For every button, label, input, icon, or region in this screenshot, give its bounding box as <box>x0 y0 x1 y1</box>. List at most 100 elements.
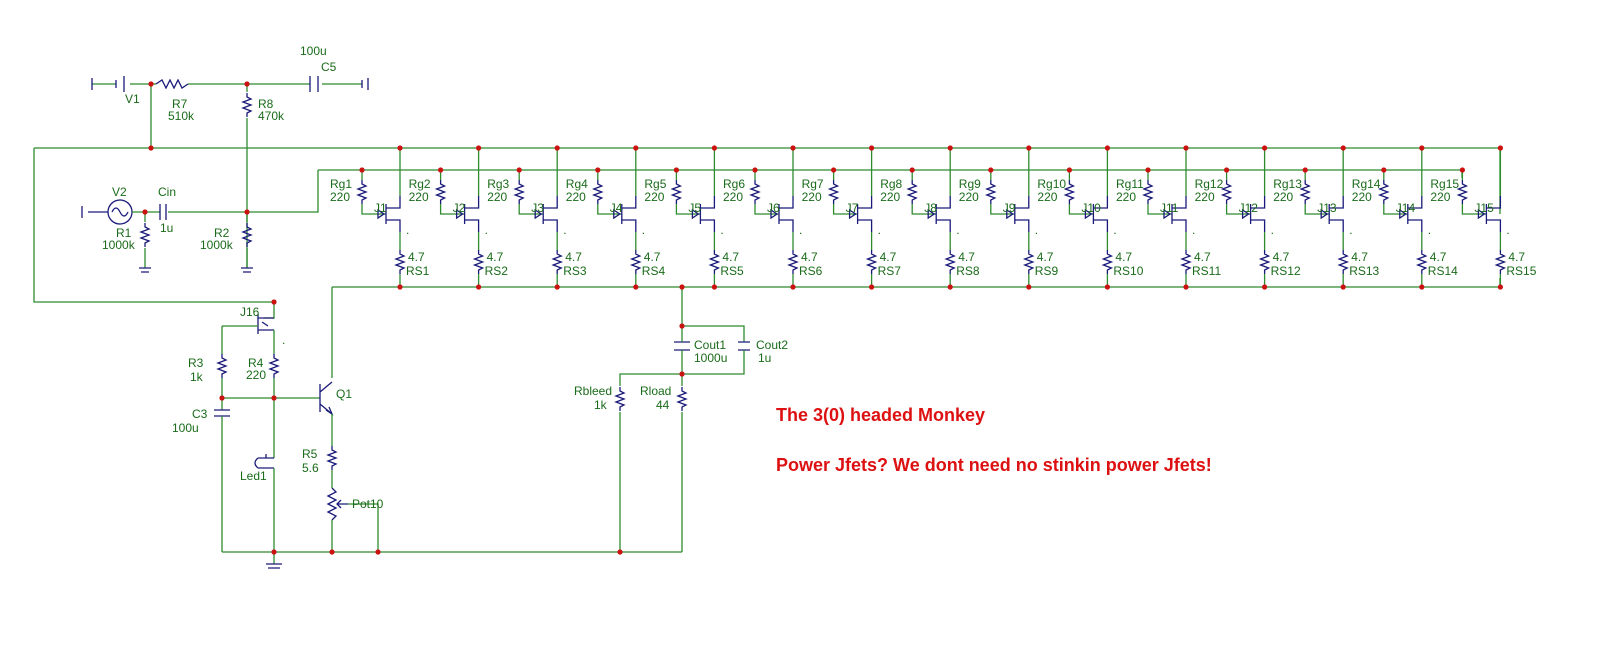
jfet-dot: . <box>1192 223 1195 237</box>
gate-resistor <box>1221 179 1232 205</box>
rs-label: RS7 <box>878 264 902 278</box>
gate-resistor <box>986 179 996 205</box>
rg-value-label: 220 <box>1195 190 1215 204</box>
r2-value-label: 1000k <box>200 238 234 252</box>
cin-value-label: 1u <box>160 221 173 235</box>
source-resistor <box>1181 249 1191 275</box>
v2-label: V2 <box>112 185 127 199</box>
c3-label: C3 <box>192 407 208 421</box>
junction-dot <box>1497 284 1503 290</box>
r1-label: R1 <box>116 226 132 240</box>
junction-dot <box>869 145 875 151</box>
junction-dot <box>516 167 522 173</box>
gate-resistor <box>435 179 446 205</box>
rbleed-label: Rbleed <box>574 384 612 398</box>
cout2-value-label: 1u <box>758 351 771 365</box>
rg-value-label: 220 <box>723 190 743 204</box>
junction-dots <box>142 81 685 555</box>
rg-value-label: 220 <box>409 190 429 204</box>
junction-dot <box>554 145 560 151</box>
junction-dot <box>947 284 953 290</box>
rbleed-resistor <box>615 386 625 412</box>
r8-label: R8 <box>258 97 274 111</box>
pot10-label: Pot10 <box>352 497 384 511</box>
rs-label: RS8 <box>956 264 980 278</box>
r5-value-label: 5.6 <box>302 461 319 475</box>
jfet-stage-labels: Rg1220J1.4.7RS1Rg2220J2.4.7RS2Rg3220J3.4… <box>330 177 1537 278</box>
junction-dot <box>947 145 953 151</box>
jfet-label: J13 <box>1317 201 1337 215</box>
junction-dot <box>476 145 482 151</box>
jfet-label: J3 <box>531 201 544 215</box>
junction-dot <box>752 167 758 173</box>
junction-dot <box>1104 284 1110 290</box>
rs-label: RS2 <box>485 264 509 278</box>
junction-dot <box>271 299 277 305</box>
source-resistor <box>395 249 405 275</box>
jfet-stage <box>1221 145 1270 290</box>
rg-value-label: 220 <box>1037 190 1057 204</box>
junction-dot <box>1145 167 1151 173</box>
r4-label: R4 <box>248 356 264 370</box>
rs-value-label: 4.7 <box>1194 250 1211 264</box>
source-resistor <box>788 249 798 275</box>
gate-arrow-icon <box>770 208 779 220</box>
subtitle-note: Power Jfets? We dont need no stinkin pow… <box>776 455 1212 475</box>
v1-label: V1 <box>125 92 140 106</box>
r1-value-label: 1000k <box>102 238 136 252</box>
gate-arrow-icon <box>1084 208 1093 220</box>
rg-value-label: 220 <box>566 190 586 204</box>
jfet-label: J1 <box>374 201 387 215</box>
jfet-label: J9 <box>1003 201 1016 215</box>
jfet-dot: . <box>1113 223 1116 237</box>
gate-resistor <box>1064 179 1075 205</box>
jfet-stage <box>435 145 484 290</box>
junction-dot <box>1066 167 1072 173</box>
junction-dot <box>633 145 639 151</box>
rs-label: RS6 <box>799 264 823 278</box>
jfet-stage <box>907 145 955 290</box>
junction-dot <box>476 284 482 290</box>
rs-label: RS9 <box>1035 264 1059 278</box>
rg-value-label: 220 <box>330 190 350 204</box>
gate-arrow-icon <box>1006 208 1014 220</box>
jfet-label: J11 <box>1160 201 1179 215</box>
rg-value-label: 220 <box>644 190 664 204</box>
rg-label: Rg4 <box>566 177 588 191</box>
junction-dot <box>1381 167 1387 173</box>
junction-dot <box>679 284 685 290</box>
source-resistor <box>552 249 562 275</box>
jfet-dot: . <box>485 223 488 237</box>
output-rail <box>332 278 1501 288</box>
gate-arrow-icon <box>377 208 386 220</box>
jfet-label: J5 <box>688 201 701 215</box>
jfet-dot: . <box>563 223 566 237</box>
junction-dot <box>148 145 154 151</box>
source-resistor <box>1495 249 1506 275</box>
junction-dot <box>271 395 277 401</box>
junction-dot <box>617 549 623 555</box>
rg-label: Rg5 <box>644 177 666 191</box>
junction-dot <box>1262 284 1268 290</box>
junction-dot <box>271 549 277 555</box>
gate-resistor <box>1300 179 1310 205</box>
jfet-label: J2 <box>453 201 466 215</box>
cout1-value-label: 1000u <box>694 351 727 365</box>
q1-label: Q1 <box>336 387 352 401</box>
rg-label: Rg9 <box>959 177 981 191</box>
rload-resistor <box>677 386 687 412</box>
jfet-stage <box>593 145 641 290</box>
jfet-label: J4 <box>610 201 623 215</box>
rg-label: Rg8 <box>880 177 902 191</box>
r8-resistor <box>242 92 252 118</box>
jfet-label: J15 <box>1474 201 1494 215</box>
jfet-label: J14 <box>1396 201 1416 215</box>
junction-dot <box>397 284 403 290</box>
junction-dot <box>909 167 915 173</box>
r3-resistor <box>217 353 227 379</box>
jfet-dot: . <box>1035 223 1038 237</box>
gate-resistor <box>828 179 839 205</box>
rg-value-label: 220 <box>959 190 979 204</box>
jfet-dot: . <box>1506 223 1509 237</box>
jfet-label: J6 <box>767 201 780 215</box>
